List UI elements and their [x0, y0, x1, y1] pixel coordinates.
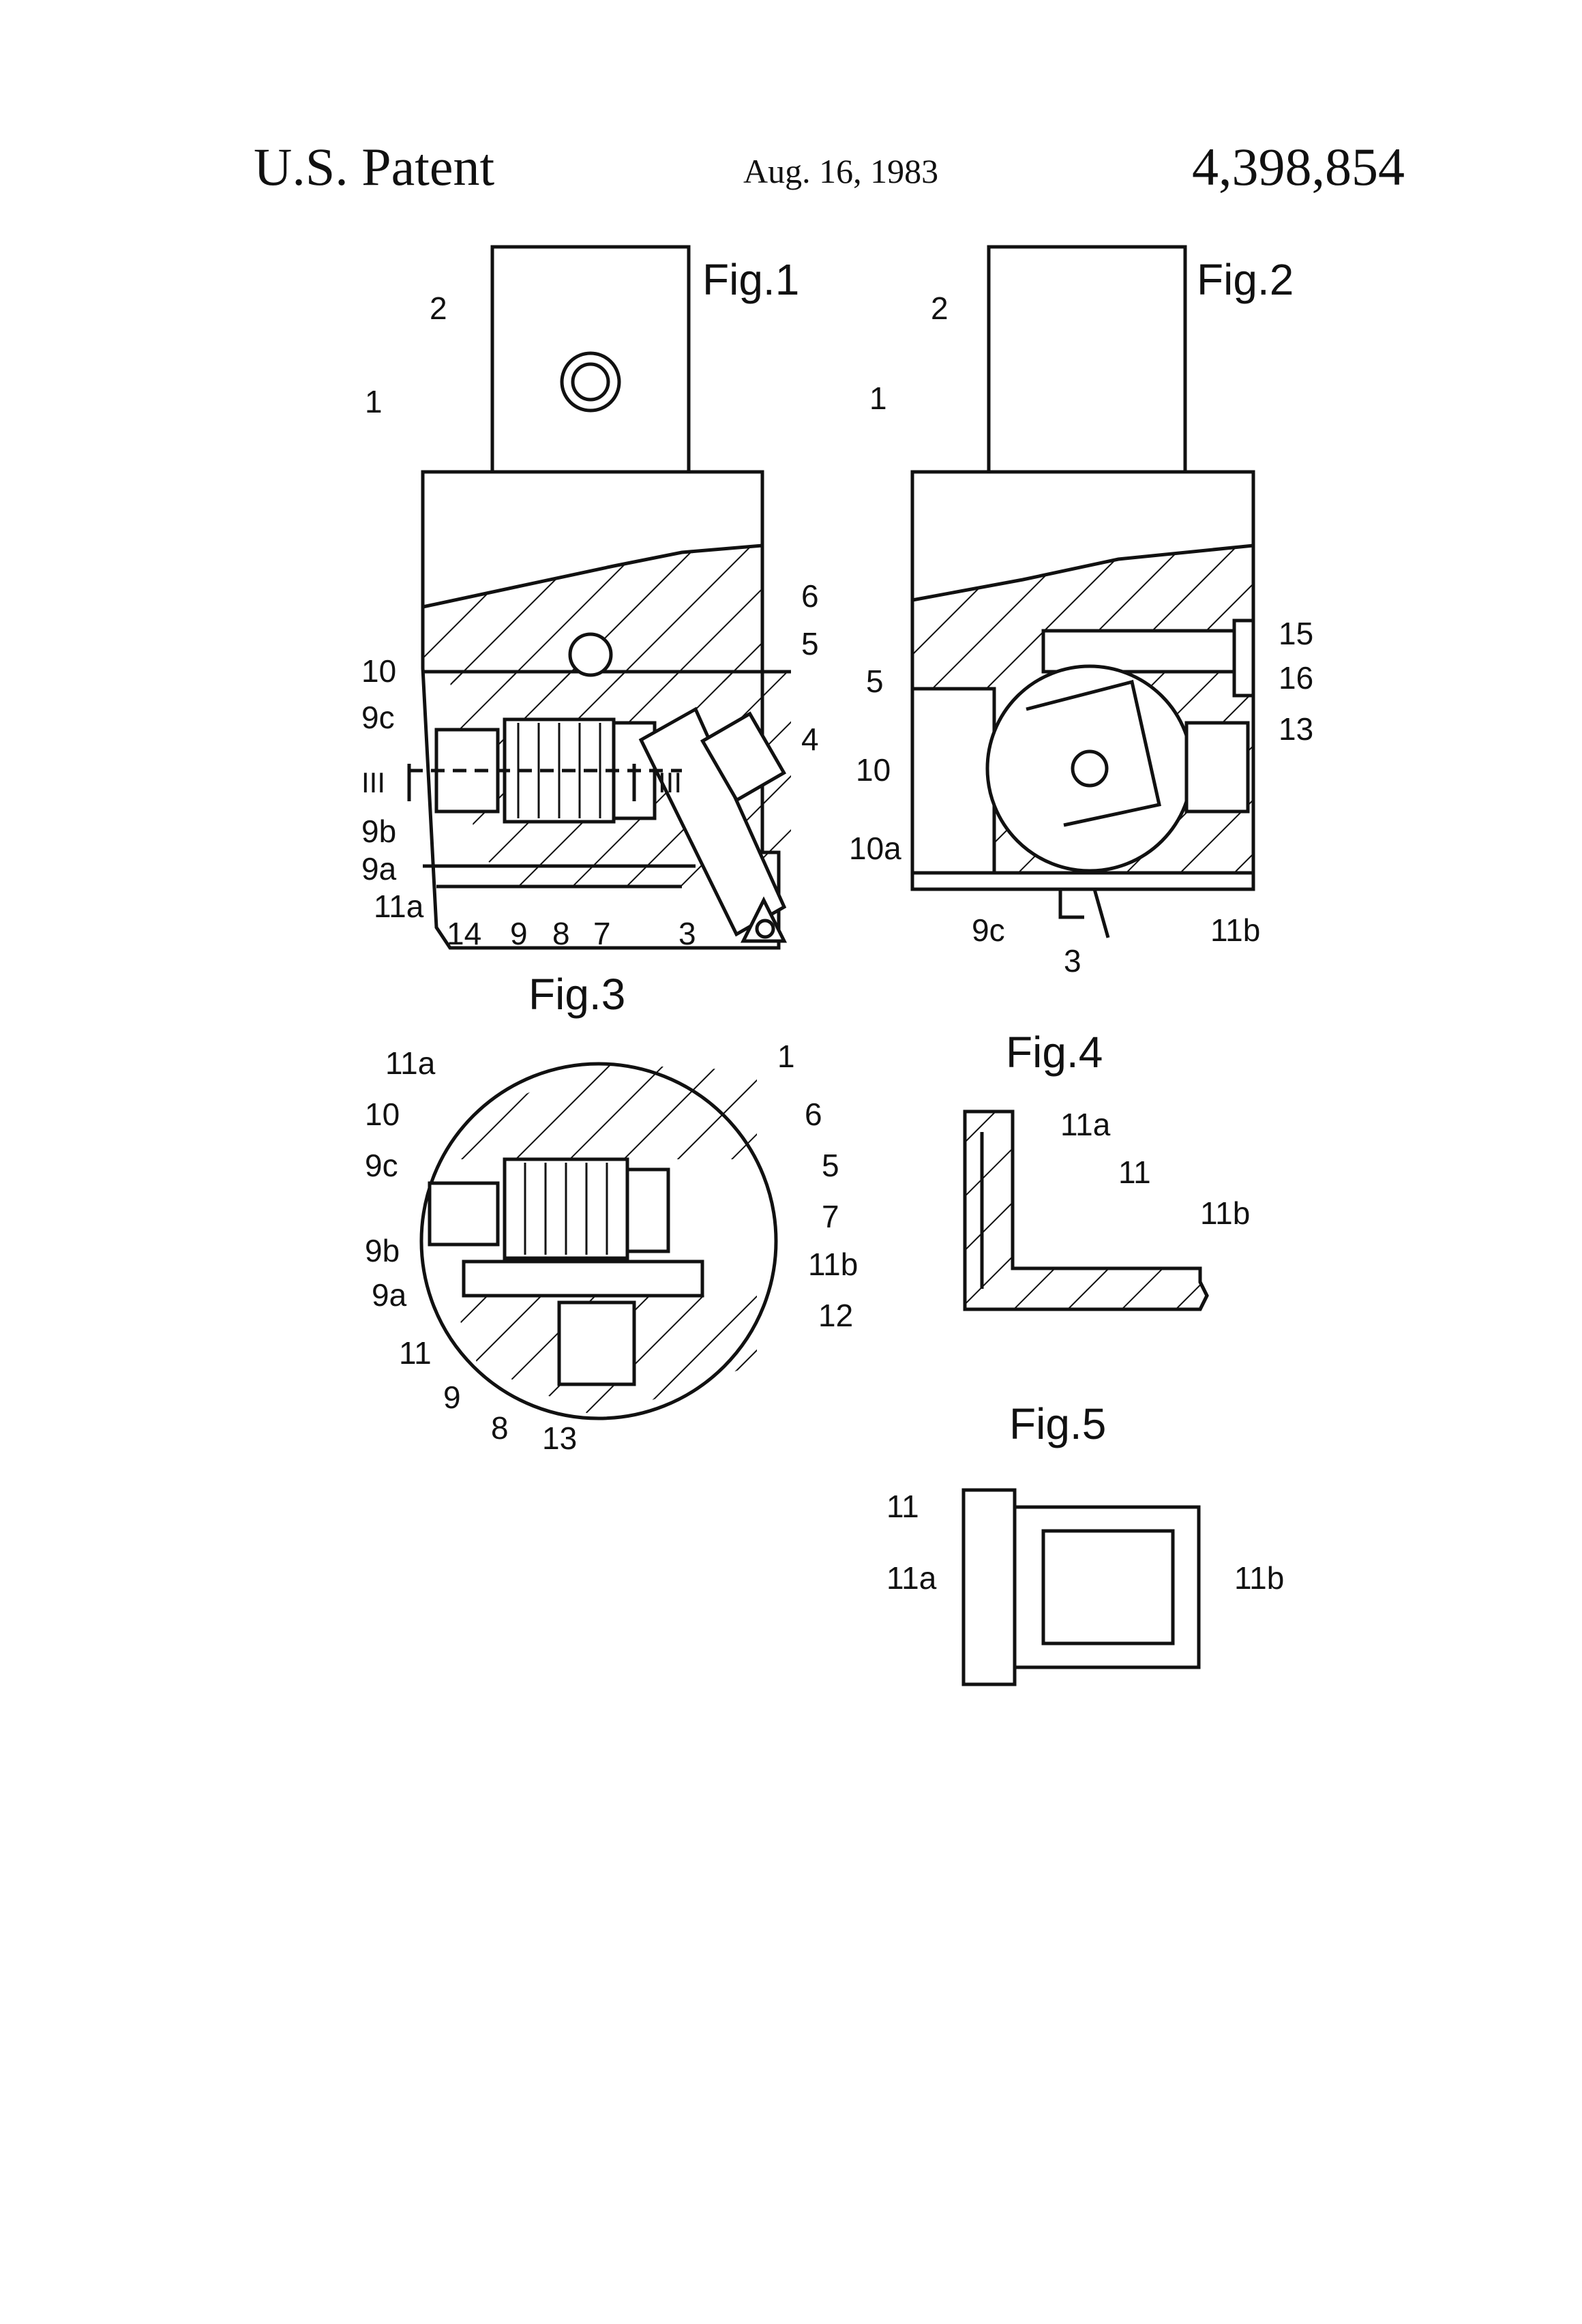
fig1-label-4: 4: [801, 721, 819, 757]
fig1-label-14: 14: [447, 916, 481, 951]
fig2-title: Fig.2: [1197, 255, 1294, 304]
fig4-title: Fig.4: [1006, 1028, 1103, 1077]
figure-3: Fig.3 11a 1 10 6 9c 5 7 9b 11b 9a 12 11 …: [365, 970, 858, 1456]
fig5-title: Fig.5: [1009, 1399, 1106, 1448]
fig3-label-8: 8: [491, 1410, 509, 1446]
fig1-bore: [570, 634, 611, 675]
fig1-label-6: 6: [801, 578, 819, 614]
fig4-label-11: 11: [1118, 1154, 1151, 1190]
fig3-label-7: 7: [822, 1199, 839, 1234]
fig2-pin: [1043, 631, 1234, 672]
figure-2: Fig.2 2 1 15 16 5 13 10 10a 9c 3 11b: [849, 247, 1313, 979]
fig3-label-10: 10: [365, 1097, 400, 1132]
fig2-label-2: 2: [931, 290, 949, 326]
fig3-label-6: 6: [805, 1097, 822, 1132]
fig2-label-10: 10: [856, 752, 891, 788]
fig3-bracket: [464, 1262, 702, 1296]
fig2-label-1: 1: [869, 381, 887, 416]
fig3-label-9b: 9b: [365, 1233, 400, 1268]
fig2-label-16: 16: [1279, 660, 1313, 696]
fig1-label-11a: 11a: [374, 889, 424, 924]
figure-4: Fig.4 11a 11 11b: [965, 1028, 1250, 1309]
fig1-label-9: 9: [510, 916, 528, 951]
fig3-label-11: 11: [399, 1335, 432, 1371]
fig4-label-11a: 11a: [1060, 1107, 1111, 1142]
fig1-label-9b: 9b: [361, 814, 396, 849]
fig2-label-5: 5: [866, 664, 884, 699]
fig5-label-11a: 11a: [886, 1560, 937, 1596]
fig1-label-III-left: III: [361, 766, 385, 799]
fig1-label-8: 8: [552, 916, 570, 951]
fig3-label-9: 9: [443, 1380, 461, 1415]
fig1-label-1: 1: [365, 384, 383, 419]
fig2-label-9c: 9c: [972, 912, 1005, 948]
fig3-title: Fig.3: [528, 970, 625, 1019]
fig3-label-13: 13: [542, 1420, 577, 1456]
fig5-label-11b: 11b: [1234, 1560, 1284, 1596]
figure-5: Fig.5 11 11a 11b: [886, 1399, 1284, 1684]
fig2-label-15: 15: [1279, 616, 1313, 651]
fig2-label-3: 3: [1064, 943, 1081, 979]
fig1-label-7: 7: [593, 916, 611, 951]
fig3-label-12: 12: [818, 1298, 853, 1333]
fig3-label-11a: 11a: [385, 1045, 436, 1081]
fig3-label-9a: 9a: [372, 1277, 407, 1313]
fig3-screw-13: [559, 1302, 634, 1384]
fig1-screw-head: [436, 730, 498, 811]
fig3-label-11b: 11b: [808, 1247, 858, 1282]
fig2-tool: [1060, 889, 1108, 938]
fig2-label-10a: 10a: [849, 831, 901, 866]
fig3-label-1: 1: [777, 1039, 795, 1074]
fig5-label-11: 11: [886, 1489, 919, 1524]
fig1-shank: [492, 247, 689, 472]
fig2-label-13: 13: [1279, 711, 1313, 747]
fig1-label-3: 3: [678, 916, 696, 951]
fig2-label-11b: 11b: [1210, 912, 1260, 948]
fig4-label-11b: 11b: [1200, 1195, 1250, 1231]
fig1-label-2: 2: [430, 290, 447, 326]
fig5-plate: [964, 1490, 1015, 1684]
fig1-title: Fig.1: [702, 255, 799, 304]
fig3-label-5: 5: [822, 1148, 839, 1183]
fig2-screw: [1186, 723, 1248, 811]
fig1-label-9c: 9c: [361, 700, 395, 735]
fig1-label-III-right: III: [658, 766, 682, 799]
fig1-label-10: 10: [361, 653, 396, 689]
fig3-label-9c: 9c: [365, 1148, 398, 1183]
fig1-label-5: 5: [801, 626, 819, 661]
fig2-shank: [989, 247, 1185, 472]
fig1-label-9a: 9a: [361, 851, 397, 887]
fig2-dial: [987, 666, 1192, 871]
figure-1: Fig.1 2 1 6 5 10: [361, 247, 819, 951]
